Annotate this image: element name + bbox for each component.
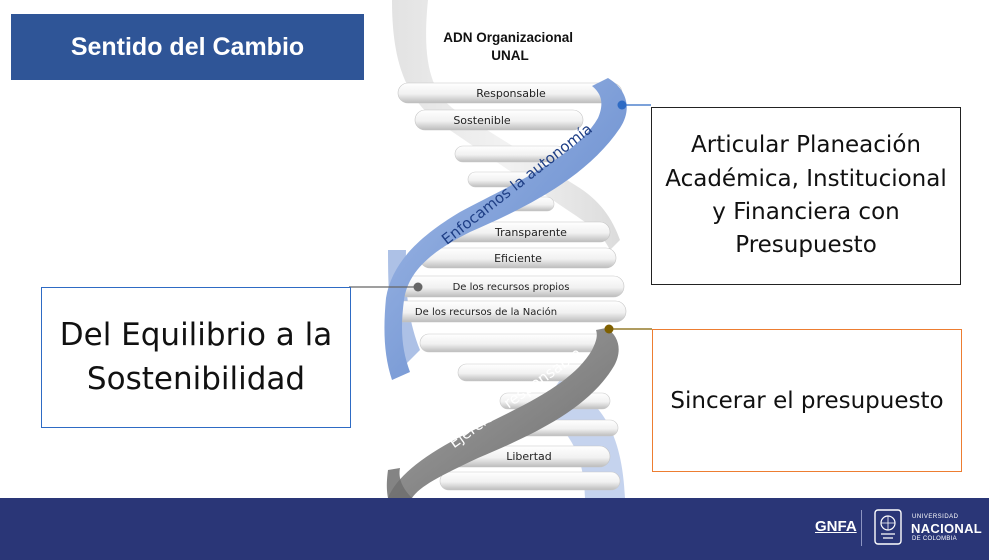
box-sincerar-text: Sincerar el presupuesto (670, 387, 944, 414)
connector-dot-articular (617, 100, 627, 110)
rung-recursos-propios: De los recursos propios (397, 275, 625, 298)
connector-dot-sincerar (604, 324, 614, 334)
rung-label: Eficiente (494, 252, 542, 265)
page-title: Sentido del Cambio (70, 32, 305, 61)
title-box: Sentido del Cambio (11, 14, 364, 80)
rung-bar (419, 333, 609, 353)
gray-strand-shadow (386, 468, 412, 498)
rung-transparente: Transparente (439, 221, 611, 243)
dna-helix-diagram: Responsable Sostenible Transparente Efic… (349, 0, 652, 498)
university-label-name: NACIONAL (911, 521, 983, 536)
rung-responsable: Responsable (397, 82, 623, 104)
dna-heading-line2: UNAL (491, 48, 529, 63)
dna-heading: ADN Organizacional UNAL (443, 30, 577, 63)
rung-label: Responsable (476, 87, 546, 100)
connector-dot-equilibrio (413, 282, 423, 292)
footer-separator (861, 510, 862, 546)
rung-label: De los recursos de la Nación (415, 306, 557, 318)
helix-back-strand-top (392, 0, 620, 250)
box-articular: Articular Planeación Académica, Instituc… (651, 107, 961, 285)
university-crest-icon (874, 509, 902, 545)
rung-label: Sostenible (453, 114, 511, 127)
footer-bar: GNFA UNIVERSIDAD NACIONAL DE COLOMBIA (0, 498, 989, 560)
rung-eficiente: Eficiente (419, 247, 617, 269)
rung-recursos-nacion: De los recursos de la Nación (389, 300, 627, 323)
rung-label: Libertad (506, 450, 552, 463)
box-articular-text: Articular Planeación Académica, Instituc… (665, 132, 947, 259)
box-equilibrio-text: Del Equilibrio a la Sostenibilidad (59, 317, 333, 397)
rung-sostenible: Sostenible (414, 109, 584, 131)
dna-heading-line1: ADN Organizacional (443, 30, 573, 45)
university-label-top: UNIVERSIDAD (912, 514, 959, 520)
gray-strand (388, 328, 619, 498)
box-equilibrio: Del Equilibrio a la Sostenibilidad (41, 287, 351, 428)
blue-strand (384, 78, 627, 380)
university-label-bottom: DE COLOMBIA (912, 536, 957, 542)
rung-bar (439, 471, 621, 491)
rung-label: De los recursos propios (453, 282, 570, 293)
rung-label: Transparente (494, 226, 567, 239)
gnfa-logo-text: GNFA (815, 518, 857, 535)
box-sincerar: Sincerar el presupuesto (652, 329, 962, 472)
